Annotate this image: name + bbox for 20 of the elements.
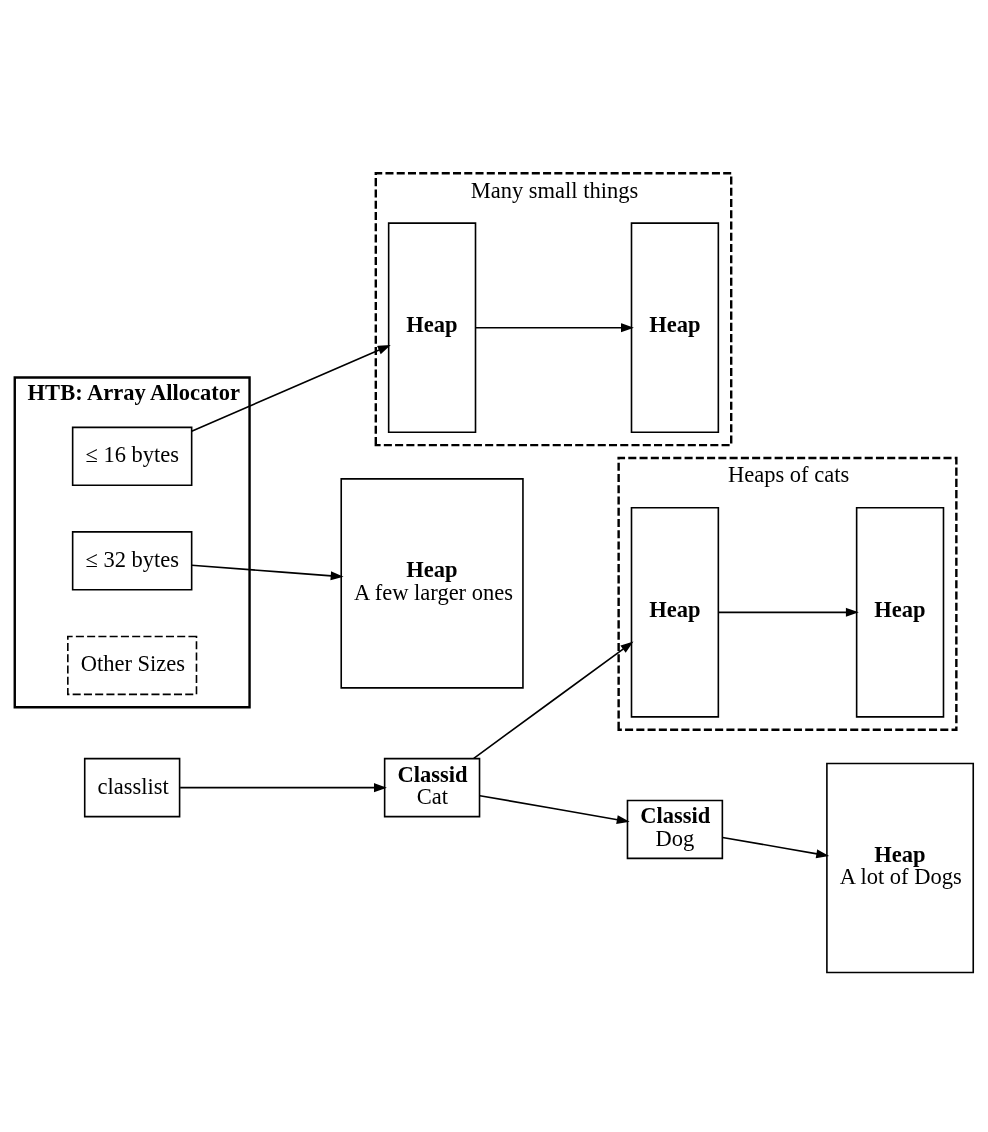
arrow — [718, 607, 859, 617]
node-box: classlist — [83, 757, 181, 817]
node-box: ≤ 16 bytes — [71, 426, 193, 486]
arrow — [190, 563, 344, 580]
node-box: Heap — [855, 506, 945, 718]
arrow — [473, 641, 634, 759]
node-box: Heap — [387, 221, 477, 433]
node-box: Heap A lot of Dogs — [826, 762, 975, 973]
arrow — [721, 836, 830, 858]
arrow — [190, 344, 391, 432]
node-box: Heap — [630, 221, 720, 433]
node-box: Heap — [630, 506, 720, 718]
arrow — [179, 782, 387, 792]
node-box: ≤ 32 bytes — [71, 530, 193, 591]
node-box: Classid Dog — [626, 799, 724, 859]
arrow — [475, 322, 634, 332]
node-box: Other Sizes — [67, 635, 198, 695]
node-box: Classid Cat — [383, 757, 481, 817]
node-box: Heap A few larger ones — [340, 477, 524, 689]
arrow — [479, 794, 630, 824]
